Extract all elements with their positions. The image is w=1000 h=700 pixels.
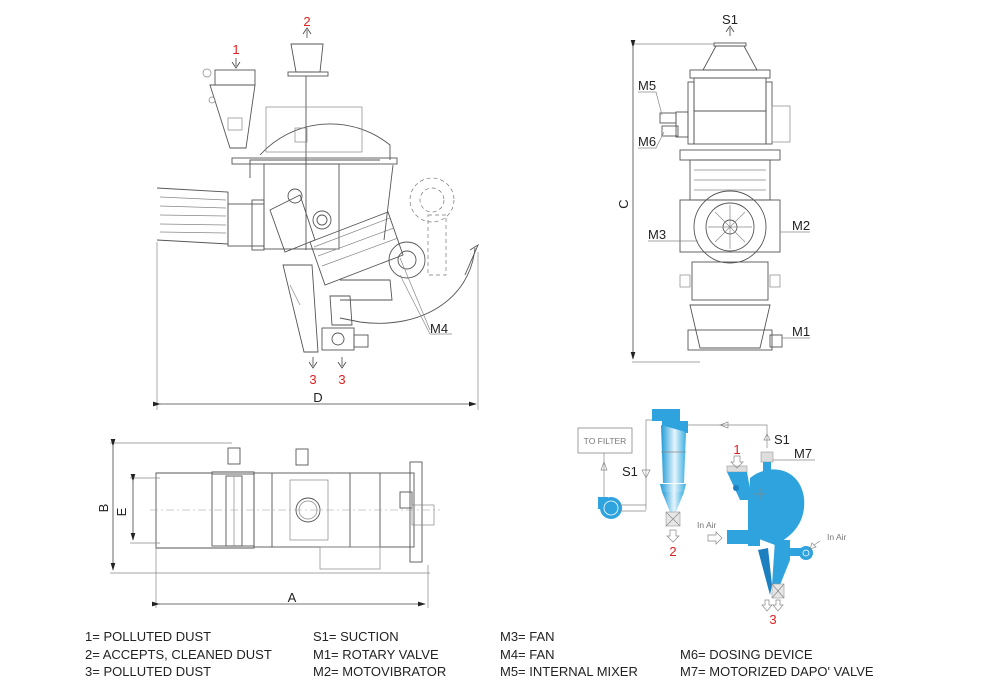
to-filter-label: TO FILTER	[584, 436, 627, 446]
rotary-valve	[321, 327, 355, 351]
legend-item: 1= POLLUTED DUST	[85, 629, 212, 644]
legend-item: M3= FAN	[500, 629, 555, 644]
air-inlet-label-right: In Air	[827, 532, 847, 542]
legend-column-1: 1= POLLUTED DUST 2= ACCEPTS, CLEANED DUS…	[85, 628, 272, 681]
top-hood	[702, 45, 758, 71]
legend-column-4: M6= DOSING DEVICE M7= MOTORIZED DAPO' VA…	[680, 646, 874, 681]
legend-item: M4= FAN	[500, 646, 555, 662]
outlet-marker-2: 2	[303, 14, 310, 29]
reject-flap	[758, 548, 772, 595]
front-view: S1 M5 M6 M3 M2 M1	[616, 12, 810, 363]
discharge-chute	[282, 264, 319, 353]
dimension-e-label: E	[114, 507, 129, 516]
motor-plan-1	[227, 447, 241, 465]
legend-item: M6= DOSING DEVICE	[680, 646, 813, 662]
inclined-screen	[309, 211, 404, 286]
motor-label-m5: M5	[638, 78, 656, 93]
frame-beam	[231, 157, 398, 165]
cyclone-inlet	[652, 409, 680, 421]
legend-item: M1= ROTARY VALVE	[313, 646, 439, 662]
air-inlet-fan	[799, 546, 813, 560]
legend-item: M2= MOTOVIBRATOR	[313, 664, 447, 679]
legend-item: M7= MOTORIZED DAPO' VALVE	[680, 664, 874, 679]
legend-item: 3= POLLUTED DUST	[85, 664, 212, 679]
legend-item: S1= SUCTION	[313, 629, 399, 644]
feed-hopper	[727, 472, 752, 500]
motor-m5	[659, 112, 677, 124]
top-view: B E A	[96, 438, 440, 608]
legend-column-3: M3= FAN M4= FAN M5= INTERNAL MIXER	[500, 628, 638, 681]
to-filter-box	[577, 427, 633, 454]
schematic-inlet-marker-1: 1	[733, 442, 740, 457]
side-view: 1 2 3 3 M4 D	[152, 14, 479, 410]
motor-plan-3	[399, 491, 413, 509]
dimension-b-label: B	[96, 504, 111, 513]
inlet-marker-1: 1	[232, 42, 239, 57]
motor-label-m2: M2	[792, 218, 810, 233]
dapo-valve-m7	[760, 451, 774, 463]
motor-label-m3: M3	[648, 227, 666, 242]
discharge-marker-3a: 3	[309, 372, 316, 387]
discharge-cone	[689, 304, 771, 349]
fan-m4	[388, 241, 426, 279]
discharge-marker-3b: 3	[338, 372, 345, 387]
dimension-d-label: D	[313, 390, 322, 405]
schematic-discharge-marker-3: 3	[769, 612, 776, 627]
separator-body	[748, 469, 805, 545]
legend-item: 2= ACCEPTS, CLEANED DUST	[85, 646, 272, 662]
schematic-suction-label-2: S1	[774, 432, 790, 447]
dimension-a-label: A	[288, 590, 297, 605]
suction-label-s1: S1	[722, 12, 738, 27]
legend-item: M5= INTERNAL MIXER	[500, 664, 638, 679]
separator-housing	[259, 123, 391, 160]
dimension-c-label: C	[616, 199, 631, 208]
fan-m3	[693, 190, 767, 264]
motor-label-m4: M4	[430, 321, 448, 336]
schematic-suction-label-1: S1	[622, 464, 638, 479]
valve-label-m7: M7	[794, 446, 812, 461]
air-inlet-left	[727, 530, 749, 544]
casing-arc	[339, 247, 476, 324]
legend-column-2: S1= SUCTION M1= ROTARY VALVE M2= MOTOVIB…	[313, 628, 446, 681]
inlet-hopper	[214, 69, 256, 86]
flow-schematic: TO FILTER S1 2 S1 M7	[577, 409, 847, 627]
motor-label-m6: M6	[638, 134, 656, 149]
air-inlet-label-left: In Air	[697, 520, 717, 530]
motor-plan-2	[295, 448, 309, 466]
motor-m6	[661, 125, 679, 137]
outlet-hood	[290, 43, 324, 73]
schematic-outlet-marker-2: 2	[669, 544, 676, 559]
cyclone-body	[661, 425, 686, 483]
rotary-valve-m1	[769, 334, 783, 348]
motor-label-m1: M1	[792, 324, 810, 339]
